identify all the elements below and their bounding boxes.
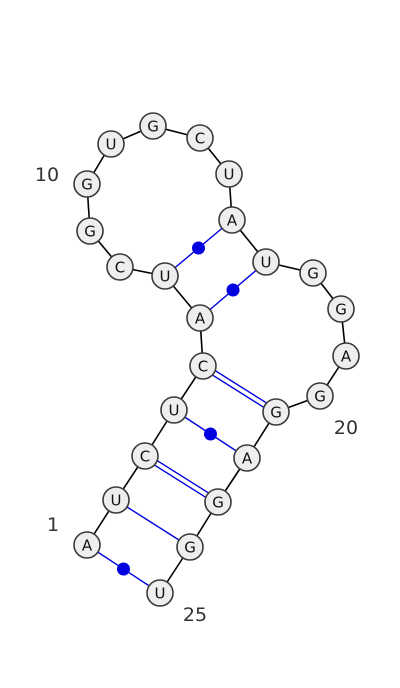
nucleotide-label: U	[111, 492, 122, 510]
nucleotide-label: C	[140, 448, 150, 466]
nucleotide-5: C	[189, 352, 217, 380]
position-labels-layer: 1 10 20 25	[35, 164, 358, 626]
base-pair-4-22-wobble-dot	[204, 427, 217, 441]
nucleotide-15: A	[218, 206, 246, 234]
nucleotide-label: G	[212, 494, 224, 512]
nucleotide-21: G	[262, 398, 290, 426]
nucleotide-8: C	[106, 253, 134, 281]
nucleotide-circle	[233, 444, 261, 472]
nucleotide-circle	[97, 130, 125, 158]
base-pair-5-21-line-1	[201, 367, 275, 415]
nucleotide-24: G	[176, 533, 204, 561]
nucleotide-label: C	[198, 358, 208, 376]
nucleotide-circle	[186, 124, 214, 152]
position-label-25: 25	[183, 604, 207, 626]
nucleotide-13: C	[186, 124, 214, 152]
nucleotide-circle	[262, 398, 290, 426]
nucleotide-label: U	[155, 585, 166, 603]
nucleotide-circle	[215, 160, 243, 188]
nucleotide-19: A	[332, 342, 360, 370]
nucleotide-label: G	[184, 539, 196, 557]
nucleotide-label: G	[84, 223, 96, 241]
nucleotide-circle	[176, 533, 204, 561]
nucleotide-17: G	[299, 259, 327, 287]
nucleotide-circle	[327, 295, 355, 323]
nucleotide-label: G	[314, 388, 326, 406]
nucleotide-label: U	[261, 254, 272, 272]
nucleotide-label: G	[147, 118, 159, 136]
nucleotide-label: G	[335, 301, 347, 319]
nucleotide-label: A	[227, 212, 238, 230]
nucleotide-circle	[160, 396, 188, 424]
nucleotide-label: C	[195, 130, 205, 148]
nucleotide-label: A	[242, 450, 253, 468]
nucleotide-11: U	[97, 130, 125, 158]
nucleotide-1: A	[73, 531, 101, 559]
nucleotide-label: A	[82, 537, 93, 555]
base-pair-1-25-wobble-dot	[117, 562, 130, 576]
backbone-layer	[86, 125, 347, 594]
nucleotide-22: A	[233, 444, 261, 472]
nucleotide-2: U	[102, 486, 130, 514]
nucleotide-25: U	[146, 579, 174, 607]
nucleotide-label: G	[81, 176, 93, 194]
nucleotide-7: U	[151, 262, 179, 290]
nucleotide-10: G	[73, 170, 101, 198]
nucleotide-label: C	[115, 259, 125, 277]
nucleotide-circle	[146, 579, 174, 607]
position-label-1: 1	[47, 514, 59, 536]
nucleotide-12: G	[139, 112, 167, 140]
nucleotide-circle	[73, 170, 101, 198]
nucleotide-circle	[102, 486, 130, 514]
nucleotide-circle	[131, 442, 159, 470]
nucleotide-circle	[218, 206, 246, 234]
nucleotide-circle	[189, 352, 217, 380]
nucleotide-14: U	[215, 160, 243, 188]
nucleotide-circle	[186, 304, 214, 332]
nucleotide-4: U	[160, 396, 188, 424]
nucleotide-circle	[299, 259, 327, 287]
nucleotide-9: G	[76, 217, 104, 245]
nucleotide-circle	[306, 382, 334, 410]
nucleotide-label: G	[307, 265, 319, 283]
nucleotide-label: A	[195, 310, 206, 328]
nucleotide-circle	[76, 217, 104, 245]
position-label-10: 10	[35, 164, 59, 186]
nucleotide-circle	[204, 488, 232, 516]
base-pair-6-16-wobble-dot	[226, 283, 240, 297]
nucleotide-label: U	[106, 136, 117, 154]
base-pair-3-23-line-1	[143, 457, 217, 505]
nucleotide-20: G	[306, 382, 334, 410]
nucleotide-circle	[252, 248, 280, 276]
nucleotide-circle	[139, 112, 167, 140]
nucleotide-label: U	[160, 268, 171, 286]
nucleotide-label: G	[270, 404, 282, 422]
base-pair-5-21-line-2	[204, 363, 278, 411]
nucleotide-18: G	[327, 295, 355, 323]
nucleotide-circle	[106, 253, 134, 281]
base-pair-3-23-line-2	[146, 453, 220, 501]
nucleotide-label: A	[341, 348, 352, 366]
base-pairs-layer	[86, 219, 278, 594]
nucleotide-16: U	[252, 248, 280, 276]
nucleotide-23: G	[204, 488, 232, 516]
nucleotide-label: U	[224, 166, 235, 184]
nucleotide-label: U	[169, 402, 180, 420]
position-label-20: 20	[334, 417, 358, 439]
base-pair-7-15-wobble-dot	[192, 241, 205, 255]
nucleotide-circle	[73, 531, 101, 559]
nucleotide-circle	[332, 342, 360, 370]
nucleotide-3: C	[131, 442, 159, 470]
base-pair-2-24-line	[115, 499, 191, 548]
nucleotide-circle	[151, 262, 179, 290]
nucleotide-6: A	[186, 304, 214, 332]
